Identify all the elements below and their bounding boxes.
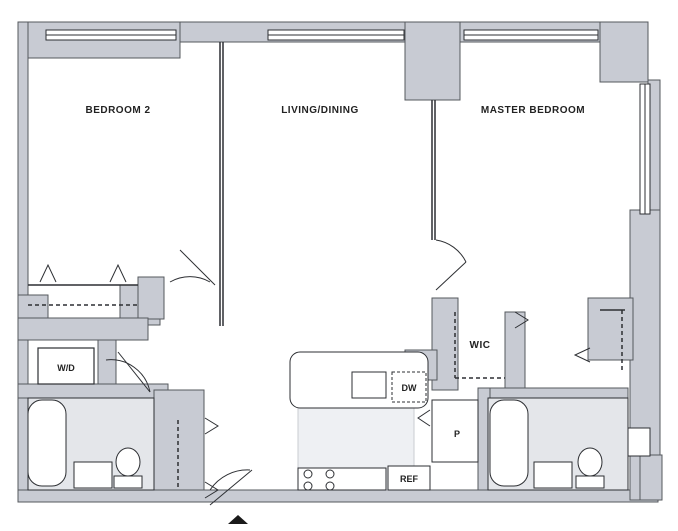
kitchen [289, 351, 479, 491]
washer-dryer-unit [37, 347, 95, 385]
interior-lines [28, 42, 625, 488]
room-label-living-dining: LIVING/DINING [281, 105, 359, 116]
bath-2 [487, 397, 629, 491]
label-refrigerator: REF [400, 474, 419, 484]
entry-marker [228, 515, 248, 524]
room-label-wic: WIC [470, 340, 491, 351]
room-label-bedroom-2: BEDROOM 2 [85, 105, 150, 116]
label-washer-dryer: W/D [57, 363, 75, 373]
label-pantry: P [454, 429, 460, 439]
room-label-master-bedroom: MASTER BEDROOM [481, 105, 585, 116]
label-dishwasher: DW [402, 383, 417, 393]
bath-1 [27, 397, 155, 491]
windows-top [45, 29, 599, 41]
